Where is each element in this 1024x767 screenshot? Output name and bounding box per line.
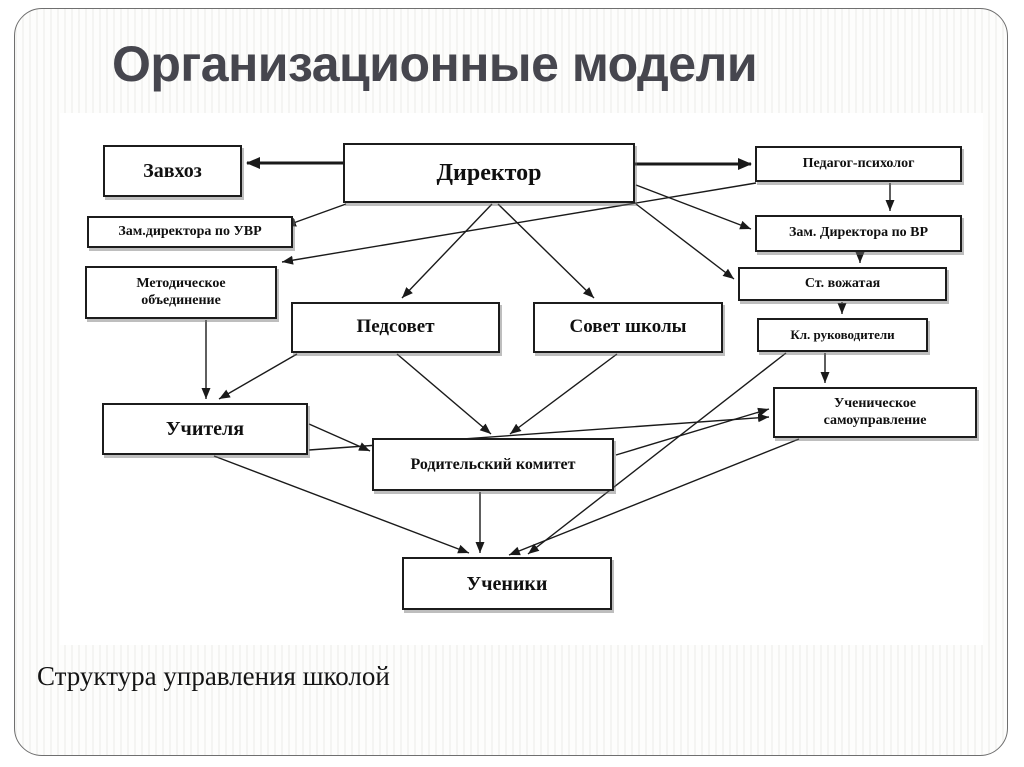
node-zavhoz: Завхоз (103, 145, 242, 197)
node-kl-ruk: Кл. руководители (757, 318, 928, 352)
node-pedagog: Педагог-психолог (755, 146, 962, 182)
node-metod: Методическое объединение (85, 266, 277, 319)
node-pedsovet: Педсовет (291, 302, 500, 353)
diagram-caption: Структура управления школой (37, 661, 390, 691)
node-ucheniki: Ученики (402, 557, 612, 610)
node-sovet: Совет школы (533, 302, 723, 353)
node-uch-samo: Ученическое самоуправление (773, 387, 977, 438)
slide-title: Организационные модели (112, 36, 758, 92)
node-zam-uvr: Зам.директора по УВР (87, 216, 293, 248)
node-uchitelya: Учителя (102, 403, 308, 455)
node-director: Директор (343, 143, 635, 203)
node-rodkom: Родительский комитет (372, 438, 614, 491)
node-zam-vr: Зам. Директора по ВР (755, 215, 962, 252)
node-vozhataya: Ст. вожатая (738, 267, 947, 301)
